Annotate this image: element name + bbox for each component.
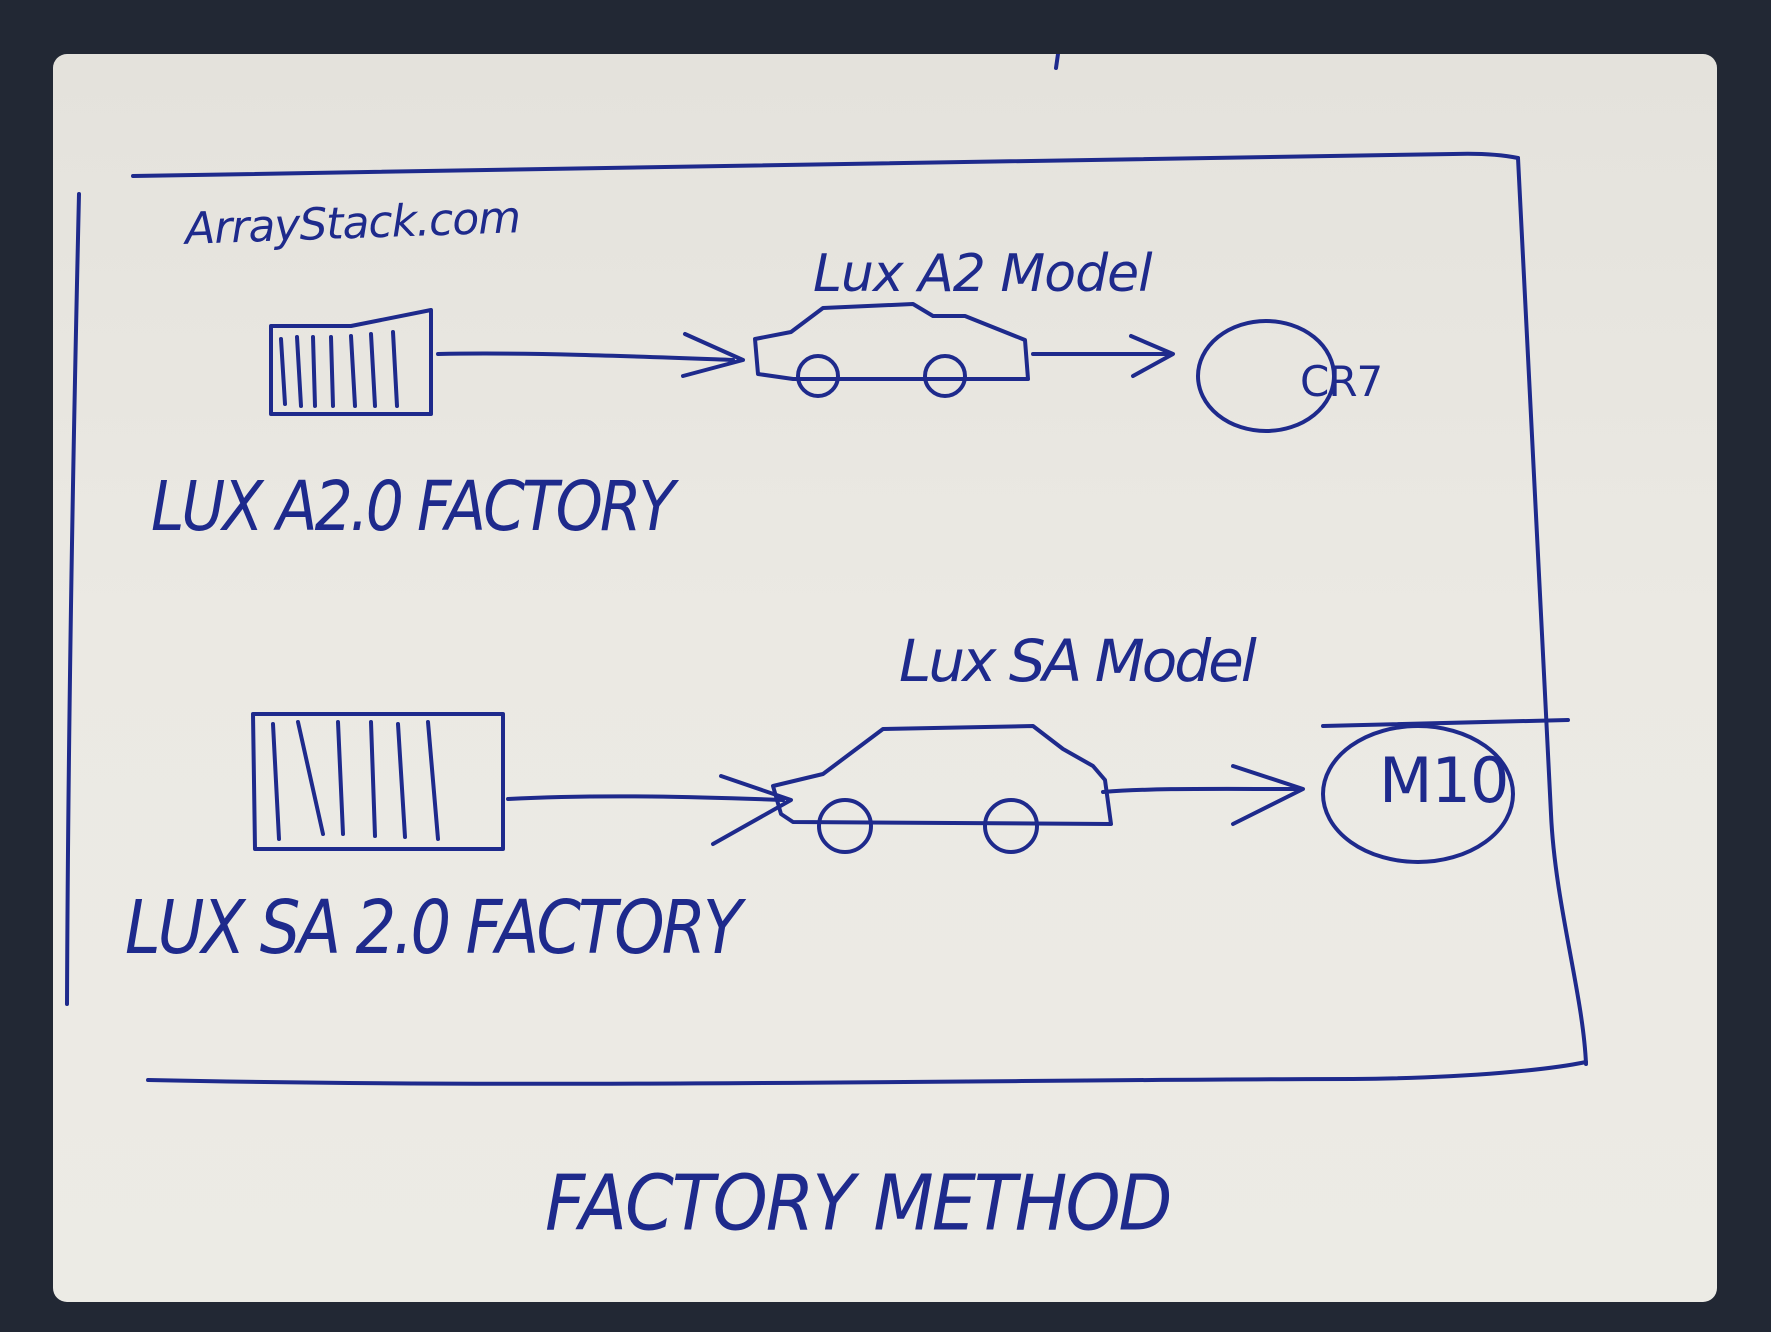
factory-icon bbox=[269, 308, 433, 416]
arrow-icon bbox=[506, 774, 793, 846]
circled-label bbox=[1321, 724, 1515, 864]
sketch-drawing bbox=[65, 54, 1588, 1086]
factory-label: LUX SA 2.0 FACTORY bbox=[125, 886, 742, 972]
arrow-icon bbox=[1031, 334, 1175, 378]
arrow-icon bbox=[1101, 764, 1305, 826]
stray-mark bbox=[1321, 718, 1570, 728]
product-label: CR7 bbox=[1300, 357, 1383, 406]
model-label: Lux A2 Model bbox=[813, 244, 1153, 304]
sketch-photo: ArrayStack.com Lux A2 Model LUX A2.0 FAC… bbox=[53, 54, 1717, 1302]
product-label: M10 bbox=[1379, 744, 1509, 817]
car-icon bbox=[771, 724, 1113, 854]
stray-mark bbox=[1054, 54, 1060, 70]
arrow-icon bbox=[436, 332, 745, 378]
boundary-box bbox=[65, 151, 1588, 1086]
circled-label bbox=[1196, 319, 1336, 433]
factory-label: LUX A2.0 FACTORY bbox=[151, 466, 675, 548]
footer-caption: FACTORY METHOD bbox=[545, 1157, 1172, 1249]
car-icon bbox=[753, 302, 1030, 398]
model-label: Lux SA Model bbox=[899, 627, 1257, 695]
factory-icon bbox=[251, 712, 505, 851]
